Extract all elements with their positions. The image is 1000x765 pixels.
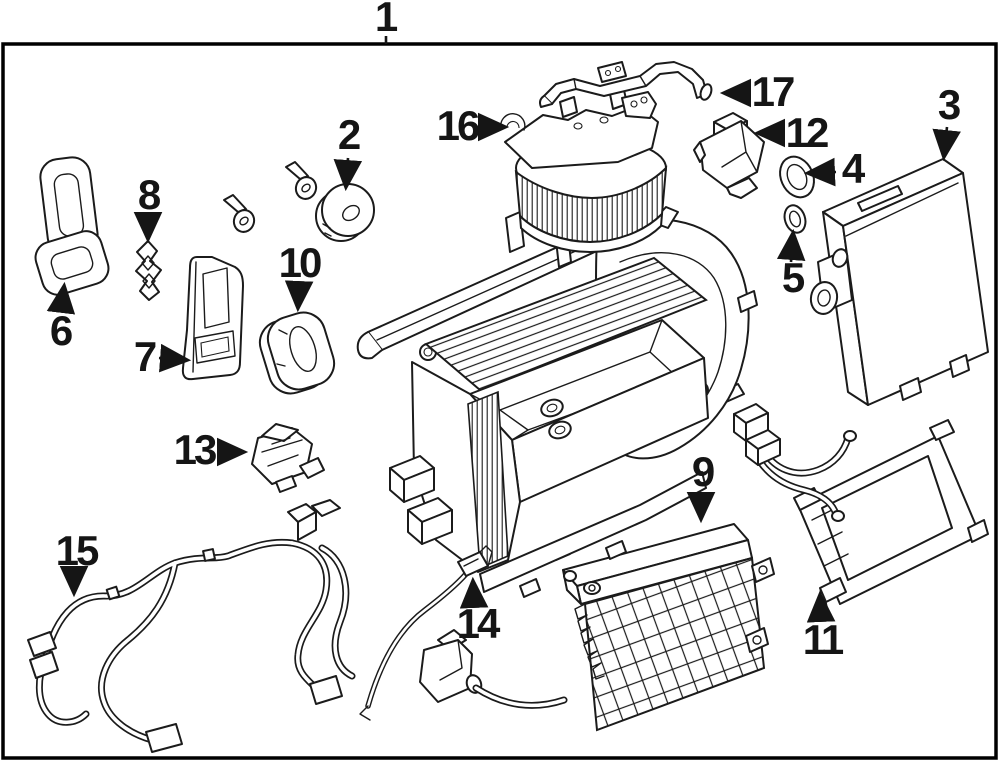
callout-1-label: 1 [375,0,398,40]
round-grommet-drawing [315,183,375,242]
push-pin-drawing [223,161,318,233]
loop-mount-drawing [34,156,110,296]
callout-9-label: 9 [692,448,714,495]
callout-11: 11 [803,590,847,663]
callout-6-label: 6 [50,307,72,354]
clip-drawing [135,240,162,301]
callout-16: 16 [437,102,510,149]
callout-8-label: 8 [138,171,161,218]
heater-core-drawing [419,383,857,732]
mount-bracket-drawing [539,61,713,108]
callout-15: 15 [56,527,102,598]
callout-12: 12 [753,109,831,156]
resistor-bracket-drawing [693,112,765,199]
callout-5-label: 5 [782,254,805,301]
callout-12-label: 12 [786,109,828,156]
callout-13-label: 13 [174,426,216,473]
wiring-harness-drawing [27,499,356,753]
callout-3-label: 3 [938,81,960,128]
callout-17-label: 17 [752,68,794,115]
callout-7-label: 7 [134,333,156,380]
side-bracket-drawing [181,256,244,381]
sensor-cable-drawing [359,545,493,721]
callout-14-label: 14 [457,600,501,647]
callout-1: 1 [375,0,401,44]
callout-14: 14 [457,576,504,647]
blower-motor-drawing [500,89,668,253]
callout-11-label: 11 [803,616,844,663]
callout-10-label: 10 [279,239,321,286]
callout-2-label: 2 [338,111,360,158]
callout-10: 10 [279,239,324,313]
heater-core-frame-drawing [793,419,989,613]
actuator-drawing [251,423,325,493]
oval-grommet-drawing [258,311,336,395]
callout-17: 17 [719,68,797,115]
callout-13: 13 [174,426,249,473]
callout-15-label: 15 [56,527,99,574]
evaporator-core-drawing [809,158,989,406]
callout-16-label: 16 [437,102,479,149]
